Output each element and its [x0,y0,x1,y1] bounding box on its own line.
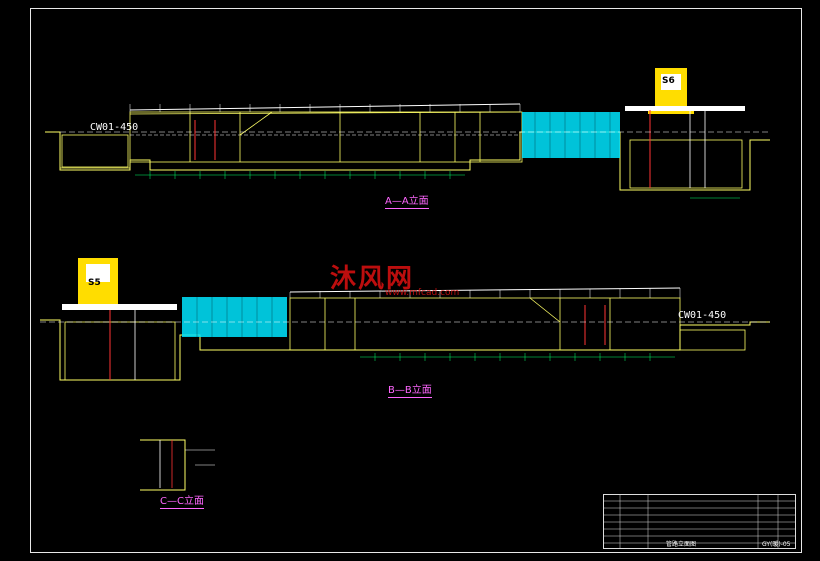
drawing-frame [30,8,802,553]
title-block-grid [603,494,796,549]
section-bb-drawing [40,258,770,381]
watermark-logo: 沐风网 [330,264,415,294]
aa-cw-label: CW01-450 [90,122,139,133]
drawing-number: GY(暖)-05 [762,541,791,548]
title-block: 管路立面图 GY(暖)-05 [603,494,796,549]
section-aa-drawing [45,68,770,199]
bb-tower-label: S5 [88,278,101,288]
cc-section-title: C—C立面 [160,492,204,509]
aa-section-title: A—A立面 [385,192,429,209]
section-cc-drawing [140,439,215,491]
bb-section-title: B—B立面 [388,381,432,398]
aa-tower-label: S6 [662,76,675,86]
drawing-title: 管路立面图 [666,541,697,548]
watermark-url: www.mfcad.com [385,288,460,298]
bb-cw-label: CW01-450 [678,310,727,321]
